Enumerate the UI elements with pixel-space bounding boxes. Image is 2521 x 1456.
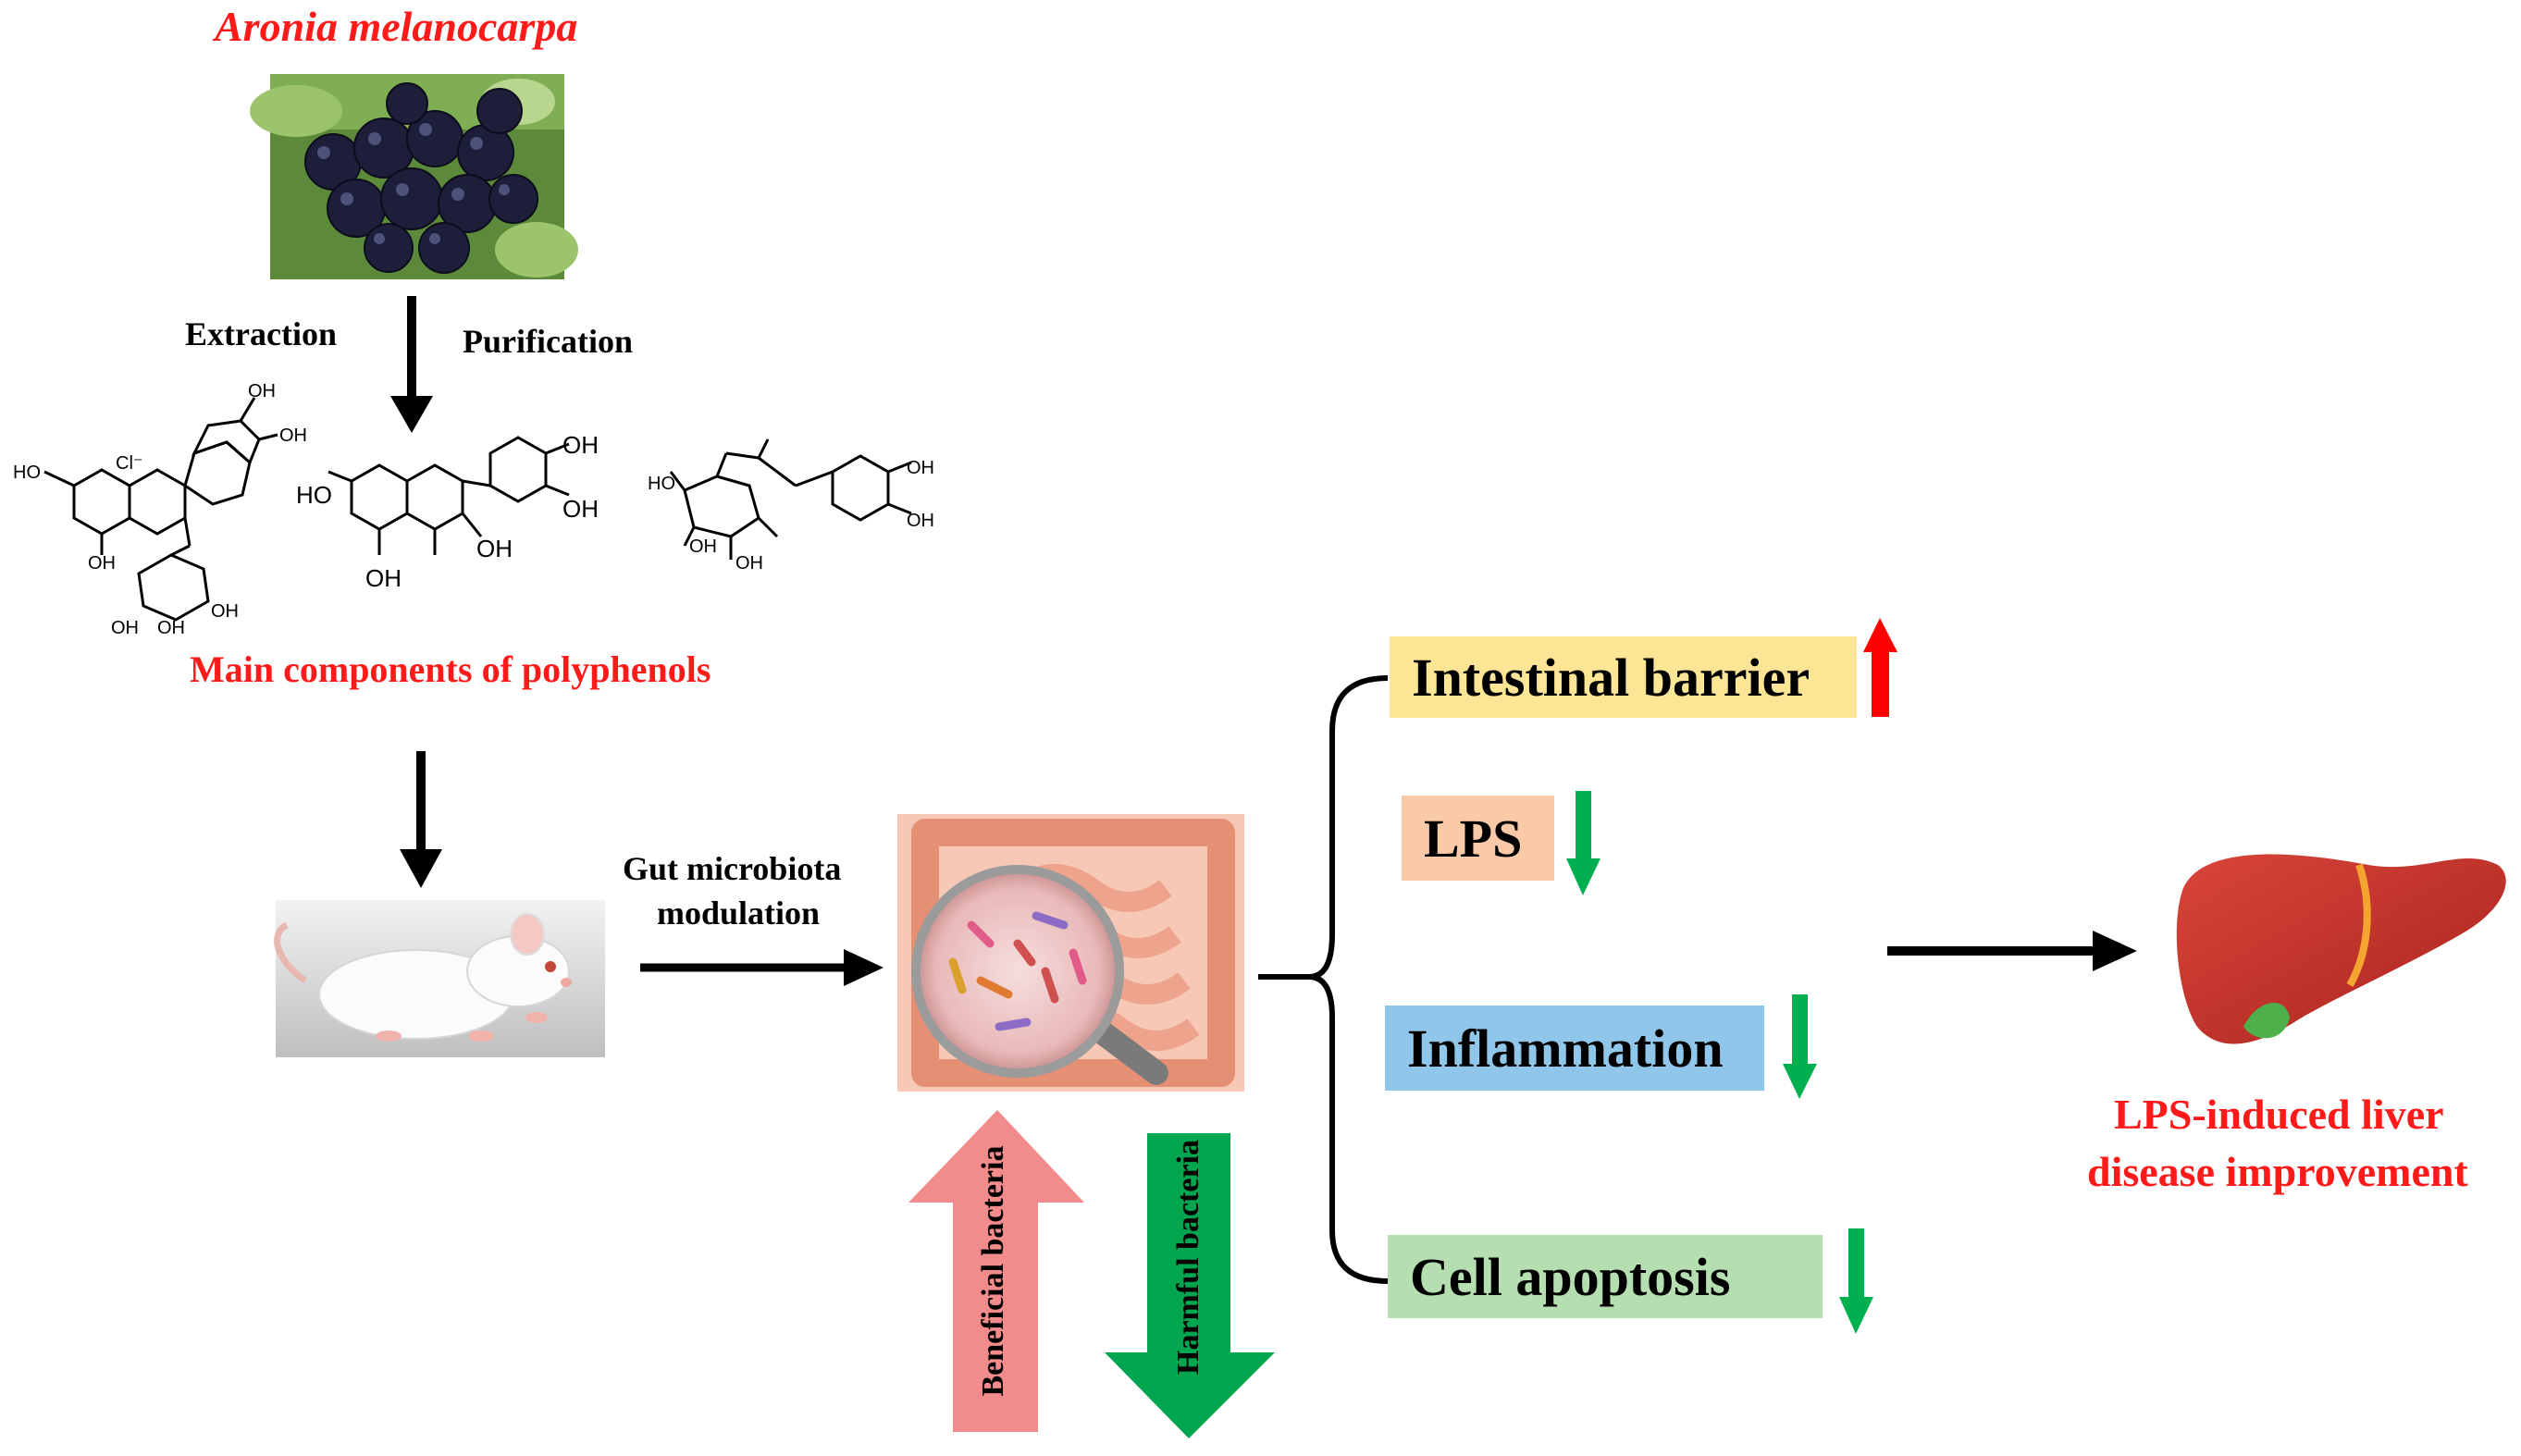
- harmful-bacteria-arrow: [1105, 1133, 1275, 1438]
- outcome-label-line2: disease improvement: [2087, 1148, 2468, 1195]
- mol2-oh-label: OH: [562, 431, 599, 459]
- mol1-oh3-label: OH: [88, 553, 116, 574]
- mol1-oh5-label: OH: [157, 618, 185, 638]
- treatment-arrow: [400, 751, 442, 888]
- beneficial-bacteria-arrow: [908, 1110, 1084, 1432]
- extraction-arrow: [390, 296, 433, 433]
- gut-modulation-label-line1: Gut microbiota: [623, 850, 842, 887]
- effect-cell-apoptosis: Cell apoptosis: [1388, 1235, 1823, 1318]
- harmful-bacteria-label: Harmful bacteria: [1171, 1140, 1205, 1375]
- effect-inflammation: Inflammation: [1385, 1006, 1764, 1091]
- mol2-oh4-label: OH: [365, 564, 402, 592]
- gut-modulation-label-line2: modulation: [657, 895, 821, 932]
- aronia-berries-photo: [250, 74, 578, 279]
- effect-intestinal-barrier: Intestinal barrier: [1390, 636, 1857, 718]
- mol2-ho-label: HO: [296, 481, 332, 509]
- beneficial-bacteria-label: Beneficial bacteria: [976, 1145, 1010, 1397]
- plant-title: Aronia melanocarpa: [215, 3, 578, 50]
- components-caption: Main components of polyphenols: [190, 648, 711, 690]
- mol2-oh2-label: OH: [562, 495, 599, 523]
- extraction-label: Extraction: [185, 315, 337, 352]
- mol1-ho-label: HO: [13, 463, 41, 483]
- cell-apoptosis-down-arrow: [1839, 1228, 1873, 1334]
- effects-bracket: [1258, 675, 1389, 1284]
- intestine-magnifier-illustration: [897, 814, 1244, 1092]
- mol3-oh4-label: OH: [735, 553, 763, 574]
- mol1-oh-label: OH: [248, 381, 276, 401]
- mol3-oh3-label: OH: [689, 537, 717, 557]
- mol1-oh2-label: OH: [279, 426, 307, 446]
- mol3-oh2-label: OH: [907, 511, 934, 531]
- lps-down-arrow: [1566, 791, 1600, 895]
- white-rat-photo: [274, 900, 605, 1057]
- outcome-label-line1: LPS-induced liver: [2114, 1091, 2444, 1138]
- outcome-arrow: [1887, 931, 2137, 971]
- chlorogenic-acid-structure: [669, 438, 912, 560]
- mol1-oh4-label: OH: [111, 618, 139, 638]
- intestinal-barrier-up-arrow: [1863, 618, 1897, 717]
- mol2-oh3-label: OH: [476, 535, 513, 562]
- mol1-cl-label: Cl⁻: [116, 453, 143, 474]
- quercetin-structure: [327, 436, 570, 555]
- mol1-oh6-label: OH: [211, 601, 239, 622]
- mol3-oh-label: OH: [907, 458, 934, 478]
- effect-lps: LPS: [1402, 796, 1554, 881]
- purification-label: Purification: [463, 323, 633, 360]
- inflammation-down-arrow: [1783, 994, 1817, 1099]
- mol3-ho-label: HO: [648, 474, 675, 494]
- liver-illustration: [2176, 854, 2506, 1044]
- modulation-arrow: [640, 949, 884, 986]
- cyanidin-glycoside-structure: [43, 397, 278, 622]
